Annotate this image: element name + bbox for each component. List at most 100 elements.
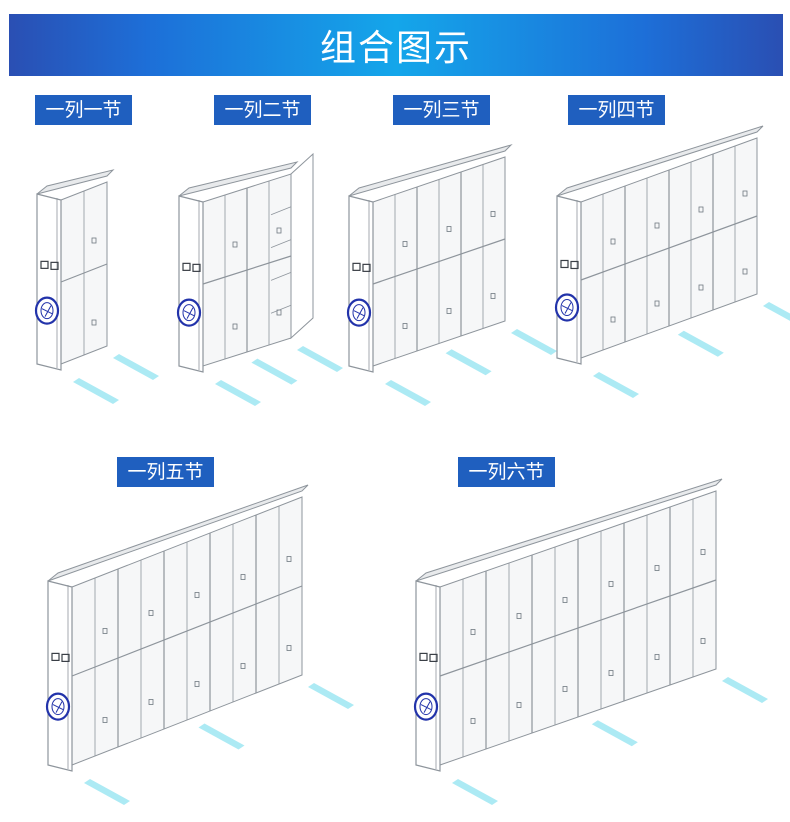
handle-hub [419,698,433,716]
door-knob [286,645,292,651]
door-knob [608,581,614,587]
shelf-line [270,206,292,216]
floor-rail [593,372,639,398]
floor-rail [297,346,343,372]
handle-hub [51,698,65,716]
door-knob [610,238,616,245]
end-panel [556,195,582,365]
label-four-sections: 一列四节 [568,95,665,125]
top-cap [178,161,299,197]
door-knob [562,686,568,692]
door-knob [240,574,246,580]
shelf-line [270,239,292,248]
door-knob [608,670,614,676]
door-knob [102,628,108,634]
door-knob [700,638,706,644]
label-three-sections: 一列三节 [393,95,490,125]
handle-spokes [561,302,573,314]
door-knob [610,316,616,323]
header-banner: 组合图示 [9,14,783,76]
cabinet-group-6 [413,478,768,805]
indicator-icon [352,262,361,271]
door-knob [742,268,748,275]
door-knob [490,293,496,299]
door-knob [742,190,748,197]
open-door [290,152,314,340]
indicator-icon [182,262,191,271]
handle-spokes [183,307,195,319]
cabinet-group-2 [176,152,343,406]
door-knob [148,699,154,705]
door-knob [698,206,704,213]
floor-rail [73,378,119,404]
indicator-icon [560,259,569,269]
floor-rail [722,677,768,703]
label-five-sections: 一列五节 [117,457,214,487]
door-knob [91,319,97,326]
handle-hub [352,304,366,322]
floor-rail [308,683,354,709]
door-knob [516,702,522,708]
indicator-icon [570,260,579,270]
indicator-icon [51,652,60,662]
label-six-sections: 一列六节 [458,457,555,487]
indicator-icon [429,653,438,663]
handle-spokes [52,701,64,713]
door-knob [148,610,154,616]
door-knob [232,323,238,330]
floor-rail [445,349,492,376]
door-knob [276,227,282,234]
indicator-icon [61,653,70,663]
door-knob [446,308,452,314]
label-two-sections: 一列二节 [214,95,311,125]
handle-hub [560,299,574,317]
label-one-section: 一列一节 [35,95,132,125]
door-knob [698,284,704,291]
floor-rail [215,380,261,406]
handle-hub [40,302,54,320]
cabinet-group-4 [554,125,790,398]
indicator-icon [419,652,428,662]
door-knob [516,613,522,619]
door-knob [286,556,292,562]
handle-spokes [41,305,53,317]
door-knob [446,226,452,232]
top-cap [348,143,513,197]
floor-rail [591,720,638,747]
door-knob [91,237,97,244]
door-knob [654,222,660,229]
door-knob [240,663,246,669]
door-knob [562,597,568,603]
door-knob [102,717,108,723]
top-cap [36,169,115,195]
door-knob [470,718,476,724]
indicator-icon [40,260,49,269]
cabinet-group-5 [45,484,354,805]
floor-rail [113,354,159,380]
top-cap [556,125,764,197]
floor-rail [452,779,498,805]
door-knob [402,241,408,247]
handle-hub [182,304,196,322]
door-knob [194,681,200,687]
handle-spokes [420,701,432,713]
indicator-icon [362,263,371,272]
door-knob [700,549,706,555]
door-knob [194,592,200,598]
floor-rail [385,380,431,406]
indicator-icon [50,261,59,270]
door-knob [232,241,238,248]
door-knob [490,211,496,217]
top-cap [47,484,309,582]
handle-spokes [353,307,365,319]
floor-rail [198,723,245,750]
floor-rail [251,358,298,385]
door-knob [654,300,660,307]
door-knob [654,565,660,571]
end-panel [36,193,62,371]
door-knob [470,629,476,635]
door-knob [654,654,660,660]
floor-rail [511,329,557,355]
cabinet-group-1 [34,169,159,404]
